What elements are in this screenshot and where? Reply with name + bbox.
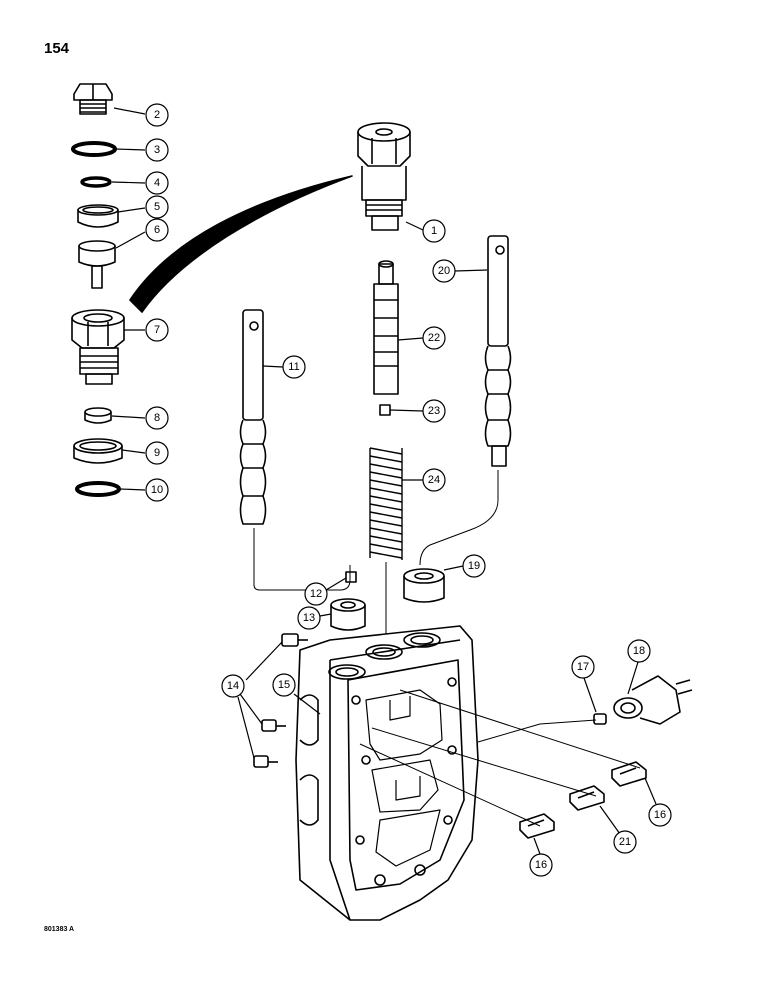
callout-13: 13 [297, 606, 321, 630]
callout-10: 10 [145, 478, 169, 502]
callout-19: 19 [462, 554, 486, 578]
spring-part-24 [369, 447, 403, 560]
svg-text:4: 4 [154, 177, 160, 189]
callout-23: 23 [422, 399, 446, 423]
svg-text:17: 17 [577, 661, 589, 673]
leader-retainers [359, 689, 641, 827]
callout-5: 5 [145, 195, 169, 219]
callout-18: 18 [627, 639, 651, 663]
callout-9: 9 [145, 441, 169, 465]
assembly-arrow [129, 175, 353, 313]
svg-text:7: 7 [154, 324, 160, 336]
svg-text:18: 18 [633, 645, 645, 657]
callout-7: 7 [145, 318, 169, 342]
svg-text:14: 14 [227, 680, 239, 692]
bushing-part-8 [84, 407, 112, 424]
callout-1: 1 [422, 219, 446, 243]
screw-part-14-mid [261, 719, 286, 732]
callout-21: 21 [613, 830, 637, 854]
retainer-part-16-lower [519, 813, 555, 839]
svg-text:10: 10 [151, 484, 163, 496]
svg-text:20: 20 [438, 265, 450, 277]
svg-text:22: 22 [428, 332, 440, 344]
callout-16-lower: 16 [529, 853, 553, 877]
svg-text:16: 16 [654, 809, 666, 821]
pressure-switch-part-18 [613, 675, 693, 725]
callout-8: 8 [145, 406, 169, 430]
plug-part-17 [593, 713, 607, 725]
svg-text:6: 6 [154, 224, 160, 236]
leader-spool-20 [419, 470, 499, 566]
svg-text:23: 23 [428, 405, 440, 417]
svg-text:15: 15 [278, 679, 290, 691]
spool-part-20 [484, 235, 512, 467]
callout-6: 6 [145, 218, 169, 242]
valve-part-1 [357, 122, 411, 231]
svg-text:12: 12 [310, 588, 322, 600]
svg-text:11: 11 [288, 361, 299, 373]
svg-text:5: 5 [154, 201, 160, 213]
callout-4: 4 [145, 171, 169, 195]
o-ring-part-10 [75, 481, 121, 497]
callout-20: 20 [432, 259, 456, 283]
callout-2: 2 [145, 103, 169, 127]
svg-text:9: 9 [154, 447, 160, 459]
svg-text:1: 1 [431, 225, 437, 237]
piston-part-6 [78, 240, 116, 289]
callout-14: 14 [221, 674, 245, 698]
svg-text:3: 3 [154, 144, 160, 156]
leader-plug-17 [477, 719, 597, 743]
ball-part-23 [379, 404, 391, 416]
screw-part-14-top [281, 633, 308, 647]
retainer-part-16-upper [611, 761, 647, 787]
retainer-part-21 [569, 785, 605, 811]
svg-text:24: 24 [428, 474, 440, 486]
figure-code: 801383 A [44, 926, 75, 933]
o-ring-part-3 [71, 141, 117, 157]
svg-text:13: 13 [303, 612, 315, 624]
svg-text:16: 16 [535, 859, 547, 871]
valve-body-part-15 [295, 625, 479, 921]
svg-text:19: 19 [468, 560, 480, 572]
ring-part-9 [73, 438, 123, 464]
svg-text:8: 8 [154, 412, 160, 424]
callout-3: 3 [145, 138, 169, 162]
ring-part-5 [77, 204, 119, 228]
screw-part-14-low [253, 755, 278, 768]
callout-17: 17 [571, 655, 595, 679]
callout-22: 22 [422, 326, 446, 350]
svg-text:2: 2 [154, 109, 160, 121]
callout-leaders [111, 107, 657, 855]
spool-part-22 [373, 260, 399, 395]
page-number: 154 [44, 40, 70, 57]
spool-part-11 [239, 309, 267, 525]
bushing-part-19 [403, 568, 445, 603]
callout-12: 12 [304, 582, 328, 606]
callout-11: 11 [282, 355, 306, 379]
bushing-part-13 [330, 598, 366, 631]
plug-part-2 [73, 83, 113, 115]
callout-15: 15 [272, 673, 296, 697]
leader-spool-11 [253, 528, 351, 591]
callout-24: 24 [422, 468, 446, 492]
o-ring-part-4 [80, 176, 112, 188]
svg-text:21: 21 [619, 836, 631, 848]
plug-part-12 [345, 571, 357, 583]
body-part-7 [71, 309, 125, 385]
callout-16-upper: 16 [648, 803, 672, 827]
